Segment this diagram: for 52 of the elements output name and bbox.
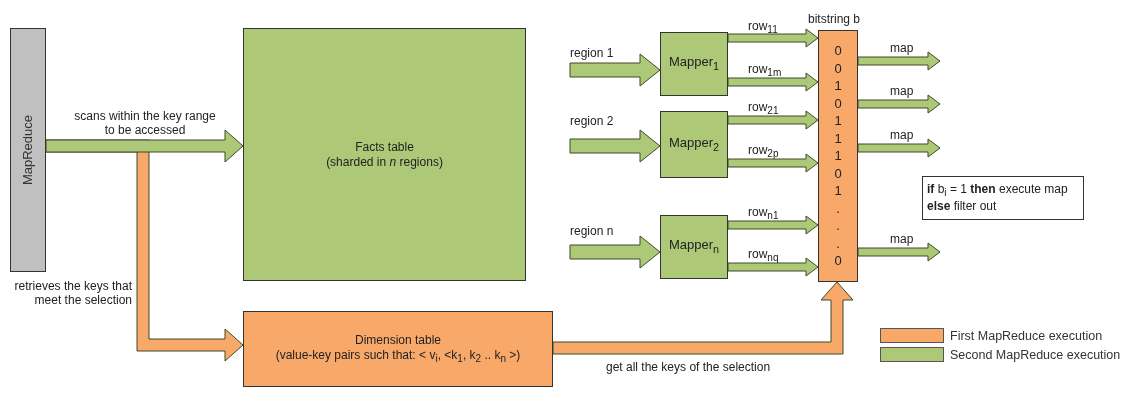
mapper-box — [660, 111, 728, 178]
edge-label: row$_{21}$ — [748, 101, 779, 117]
box-title: Mapper$_{1}$ — [668, 54, 720, 74]
table-box — [243, 311, 553, 387]
edge-label: retrieves the keys that meet the selection — [13, 280, 132, 308]
edge-label: map — [890, 233, 914, 247]
edge-label: get all the keys of the selection — [606, 361, 771, 375]
edge-label: region 1 — [570, 47, 614, 61]
edge-label: region 2 — [570, 115, 614, 129]
block-arrow — [857, 51, 941, 71]
block-arrow — [727, 110, 819, 130]
block-arrow — [857, 242, 941, 262]
edge-label: map — [890, 129, 914, 143]
legend-label: First MapReduce execution — [950, 328, 1103, 343]
box-title: Dimension table — [354, 332, 441, 348]
box-title: Facts table — [355, 139, 414, 155]
condition-text: if b$_{i}$ = 1 then execute map else filter out — [926, 181, 1069, 215]
block-arrow — [857, 138, 941, 158]
block-arrow — [727, 72, 819, 92]
block-arrow — [727, 28, 819, 48]
box-subtitle: (value-key pairs such that: < v$_{i}$, <k$_{1}$, k$_{2}$ .. k$_{n}$ >) — [275, 347, 521, 366]
block-arrow — [569, 129, 661, 163]
legend-label: Second MapReduce execution — [950, 347, 1121, 362]
box-title: Mapper$_{n}$ — [668, 237, 720, 257]
edge-label: row$_{11}$ — [748, 20, 778, 36]
block-arrow — [45, 129, 244, 163]
edge-label: row$_{nq}$ — [748, 248, 779, 264]
process-bar — [10, 28, 46, 272]
edge-label: row$_{n1}$ — [748, 206, 779, 222]
block-arrow — [569, 235, 661, 269]
mapper-box — [660, 215, 728, 279]
block-arrow — [727, 257, 819, 277]
edge-label: map — [890, 85, 914, 99]
bitstring-column — [818, 30, 858, 282]
edge-label: row$_{1m}$ — [748, 63, 782, 79]
mapper-box — [660, 32, 728, 96]
edge-label: map — [890, 42, 914, 56]
process-label: MapReduce — [19, 114, 36, 186]
block-arrow — [857, 94, 941, 114]
note-box — [922, 176, 1084, 220]
block-arrow — [727, 215, 819, 235]
column-caption: bitstring b — [808, 12, 861, 26]
box-title: Mapper$_{2}$ — [668, 134, 720, 155]
edge-label: region n — [570, 225, 614, 239]
block-arrow — [569, 53, 661, 87]
edge-label: row$_{2p}$ — [748, 144, 779, 160]
box-subtitle: (sharded in n regions) — [326, 154, 443, 170]
bit-values: 0 0 1 0 1 1 1 0 1 . . . 0 — [833, 42, 843, 270]
block-arrow — [552, 281, 854, 355]
edge-label: scans within the key range to be accessed — [73, 110, 217, 138]
table-box — [243, 28, 526, 281]
block-arrow — [727, 153, 819, 173]
